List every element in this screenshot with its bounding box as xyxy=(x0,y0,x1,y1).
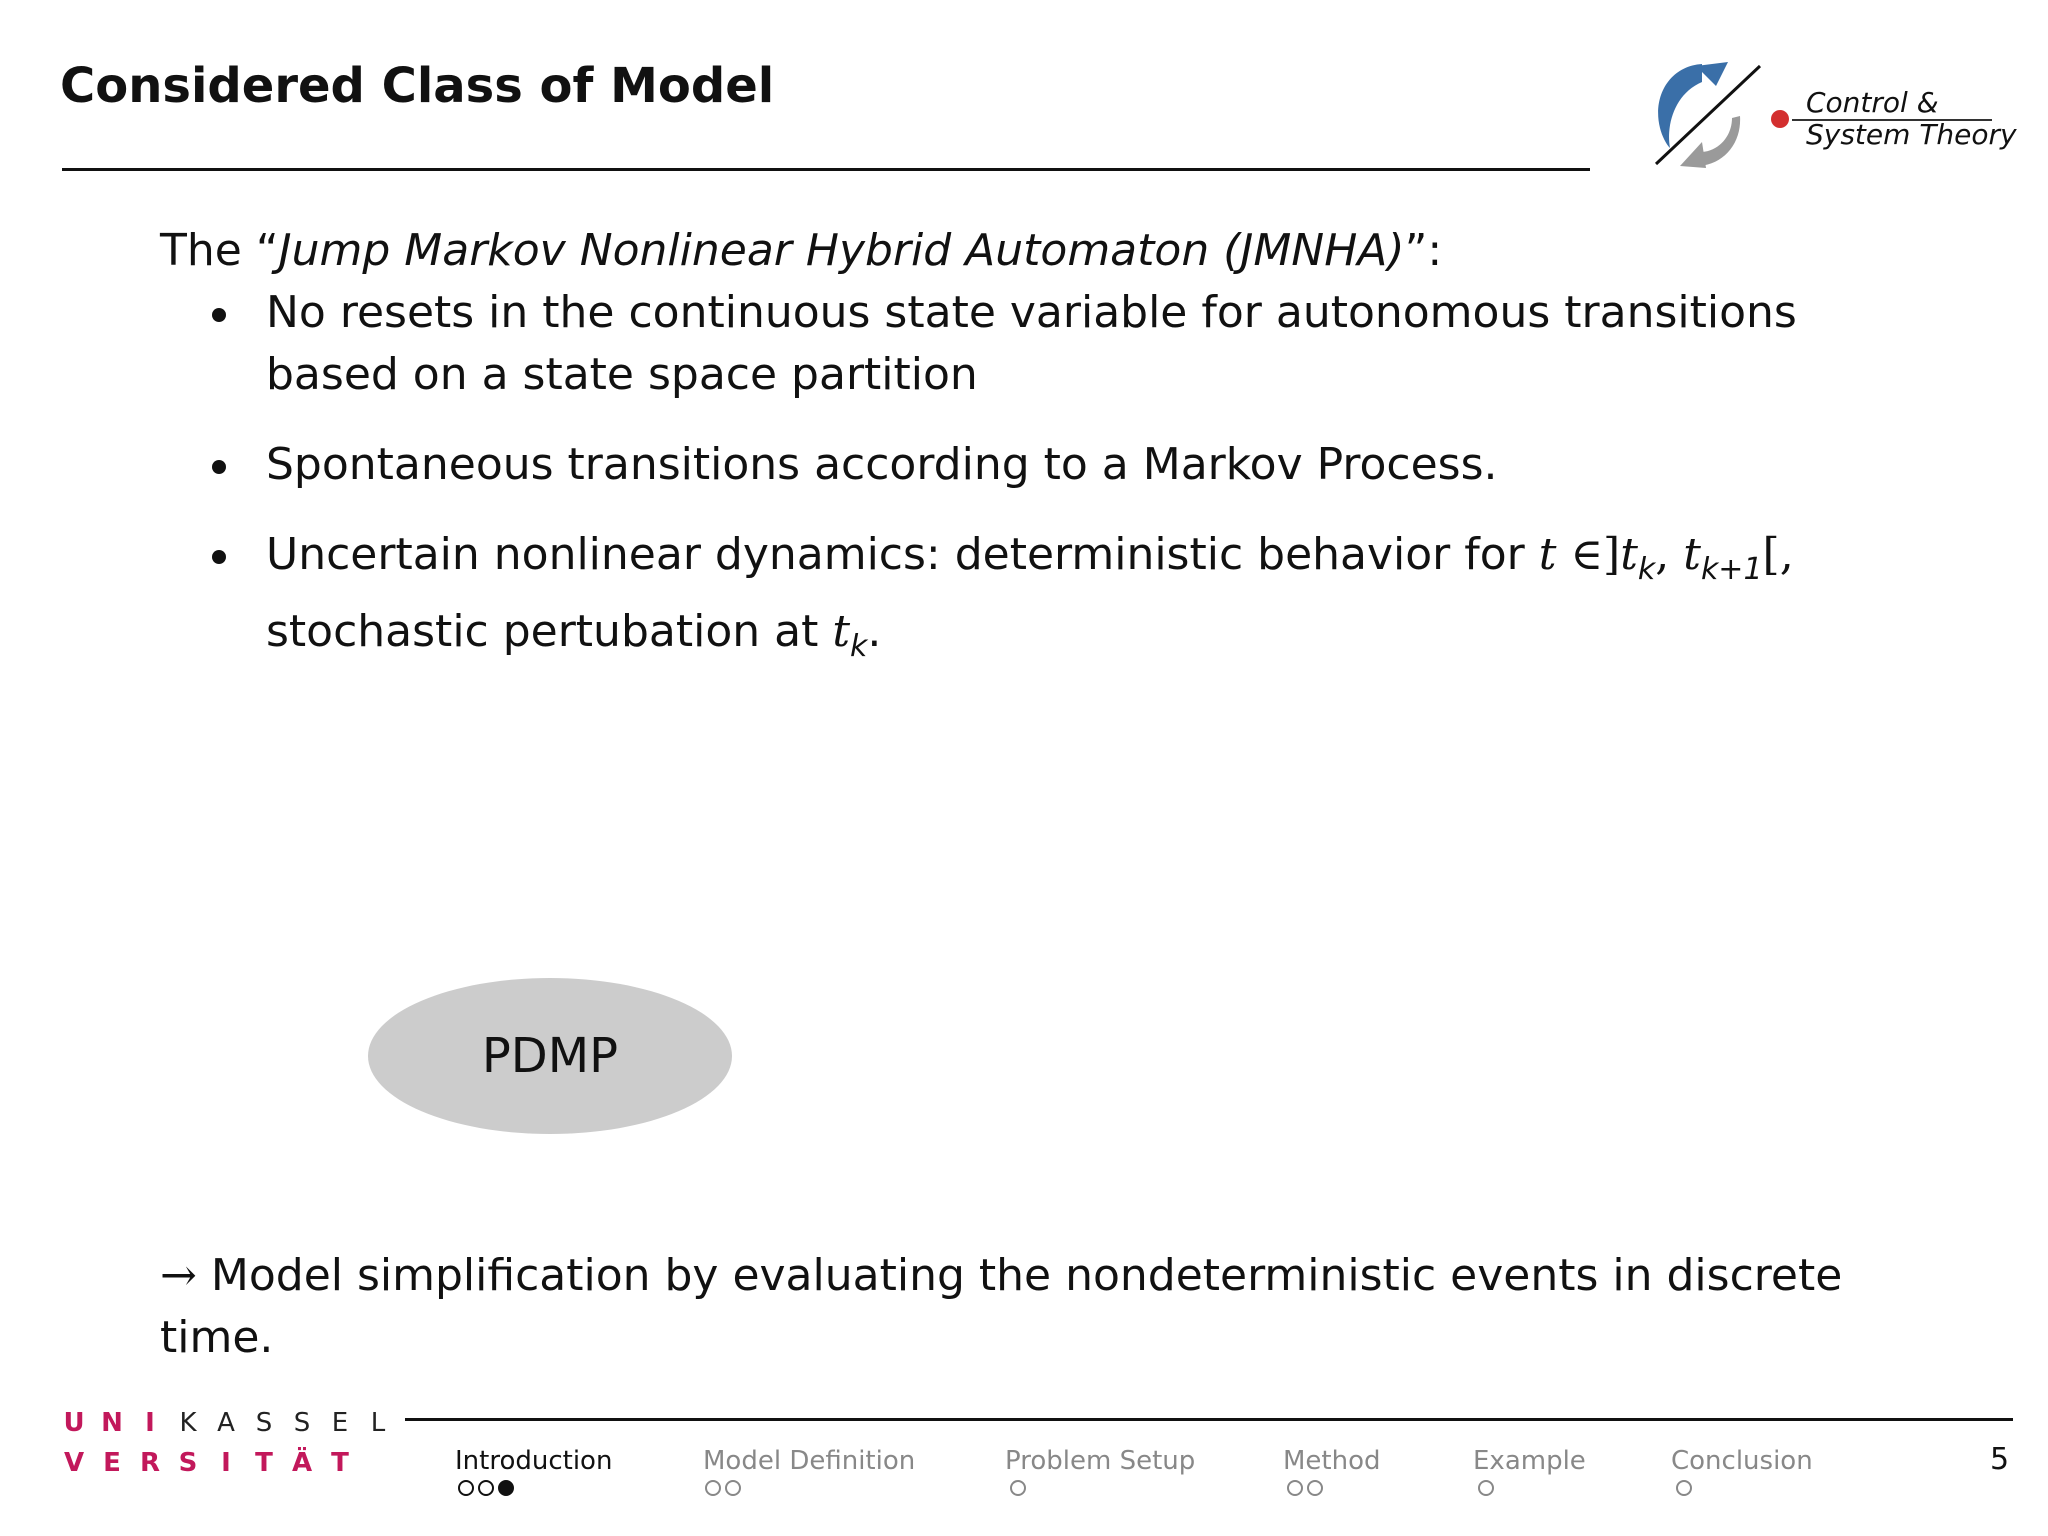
footer-divider xyxy=(405,1418,2013,1421)
bullet-dot-icon xyxy=(212,460,226,474)
logo-letter: U xyxy=(63,1408,85,1438)
intro-line: The “Jump Markov Nonlinear Hybrid Automa… xyxy=(160,220,1860,282)
intro-emphasis: Jump Markov Nonlinear Hybrid Automaton (… xyxy=(278,225,1405,276)
bullet-text: No resets in the continuous state variab… xyxy=(266,287,1797,400)
logo-letter: E xyxy=(331,1408,349,1438)
logo-letter: R xyxy=(139,1448,161,1478)
nav-slide-dot-icon[interactable] xyxy=(725,1480,741,1496)
math-comma: , xyxy=(1655,529,1670,580)
nav-section-conclusion[interactable]: Conclusion xyxy=(1671,1446,1813,1476)
logo-letter: S xyxy=(293,1408,311,1438)
math-sub-k: k xyxy=(1637,552,1656,587)
math-sub-k-end: k xyxy=(850,629,868,664)
university-logo-row1: U N I K A S S E L xyxy=(55,1408,397,1438)
title-divider xyxy=(62,168,1590,171)
bullet-text-line2: stochastic pertubation at xyxy=(266,606,819,657)
logo-letter: T xyxy=(331,1448,349,1478)
logo-letter: L xyxy=(370,1408,386,1438)
math-t-k-end: t xyxy=(832,606,851,657)
bullet-item: Uncertain nonlinear dynamics: determinis… xyxy=(160,524,1860,678)
university-logo-row2: V E R S I T Ä T xyxy=(55,1448,397,1478)
nav-dots-conclusion xyxy=(1676,1480,1692,1496)
math-t: t xyxy=(1538,529,1557,580)
intro-suffix: ”: xyxy=(1404,225,1443,276)
logo-letter: S xyxy=(178,1448,198,1478)
nav-slide-dot-icon[interactable] xyxy=(1010,1480,1026,1496)
nav-slide-dot-icon[interactable] xyxy=(1307,1480,1323,1496)
nav-current-slide-dot-icon[interactable] xyxy=(498,1480,514,1496)
bullet-text: Spontaneous transitions according to a M… xyxy=(266,439,1498,490)
nav-slide-dot-icon[interactable] xyxy=(458,1480,474,1496)
bullet-item: No resets in the continuous state variab… xyxy=(160,282,1860,406)
logo-letter: E xyxy=(103,1448,121,1478)
nav-slide-dot-icon[interactable] xyxy=(1676,1480,1692,1496)
logo-text-line2: System Theory xyxy=(1806,118,2017,151)
logo-letter: I xyxy=(145,1408,155,1438)
math-period: . xyxy=(867,606,882,657)
nav-dots-problem-setup xyxy=(1010,1480,1026,1496)
bullet-dot-icon xyxy=(212,550,226,564)
nav-section-model-definition[interactable]: Model Definition xyxy=(703,1446,916,1476)
pdmp-ellipse: PDMP xyxy=(368,978,732,1134)
conclusion-text: → Model simplification by evaluating the… xyxy=(160,1245,1880,1369)
nav-section-example[interactable]: Example xyxy=(1473,1446,1586,1476)
nav-dots-model-definition xyxy=(705,1480,741,1496)
nav-slide-dot-icon[interactable] xyxy=(478,1480,494,1496)
math-sub-k1: k+1 xyxy=(1700,552,1763,587)
pdmp-label: PDMP xyxy=(481,1028,619,1084)
slide-title: Considered Class of Model xyxy=(60,58,775,114)
control-system-theory-logo: Control & System Theory xyxy=(1640,56,2017,176)
logo-letter: N xyxy=(101,1408,123,1438)
bullet-dot-icon xyxy=(212,308,226,322)
logo-text-line1: Control & xyxy=(1806,86,1939,119)
conclusion-body: Model simplification by evaluating the n… xyxy=(160,1250,1843,1363)
math-element-of: ∈] xyxy=(1570,529,1621,580)
logo-letter: Ä xyxy=(291,1448,313,1478)
university-logo: U N I K A S S E L V E R S I T Ä T xyxy=(55,1408,397,1478)
math-t-k1: t xyxy=(1683,529,1701,580)
nav-slide-dot-icon[interactable] xyxy=(1287,1480,1303,1496)
right-arrow-icon: → xyxy=(160,1250,197,1301)
page-number: 5 xyxy=(1990,1442,2010,1477)
math-bracket-end: [, xyxy=(1762,529,1794,580)
nav-dots-method xyxy=(1287,1480,1323,1496)
logo-letter: S xyxy=(255,1408,273,1438)
nav-section-introduction[interactable]: Introduction xyxy=(455,1446,613,1476)
nav-slide-dot-icon[interactable] xyxy=(705,1480,721,1496)
nav-dots-introduction xyxy=(458,1480,514,1496)
math-t-k: t xyxy=(1620,529,1638,580)
nav-dots-example xyxy=(1478,1480,1494,1496)
logo-letter: T xyxy=(255,1448,273,1478)
nav-section-method[interactable]: Method xyxy=(1283,1446,1381,1476)
bullet-item: Spontaneous transitions according to a M… xyxy=(160,434,1860,496)
logo-letter: K xyxy=(179,1408,197,1438)
bullet-text: Uncertain nonlinear dynamics: determinis… xyxy=(266,529,1525,580)
slide-content: The “Jump Markov Nonlinear Hybrid Automa… xyxy=(160,220,1860,706)
logo-arrows-icon xyxy=(1654,62,1789,168)
logo-letter: I xyxy=(221,1448,231,1478)
logo-letter: A xyxy=(217,1408,235,1438)
intro-prefix: The “ xyxy=(160,225,279,276)
nav-slide-dot-icon[interactable] xyxy=(1478,1480,1494,1496)
nav-section-problem-setup[interactable]: Problem Setup xyxy=(1005,1446,1196,1476)
logo-separator xyxy=(1792,119,1992,121)
bullet-list: No resets in the continuous state variab… xyxy=(160,282,1860,678)
logo-letter: V xyxy=(63,1448,85,1478)
